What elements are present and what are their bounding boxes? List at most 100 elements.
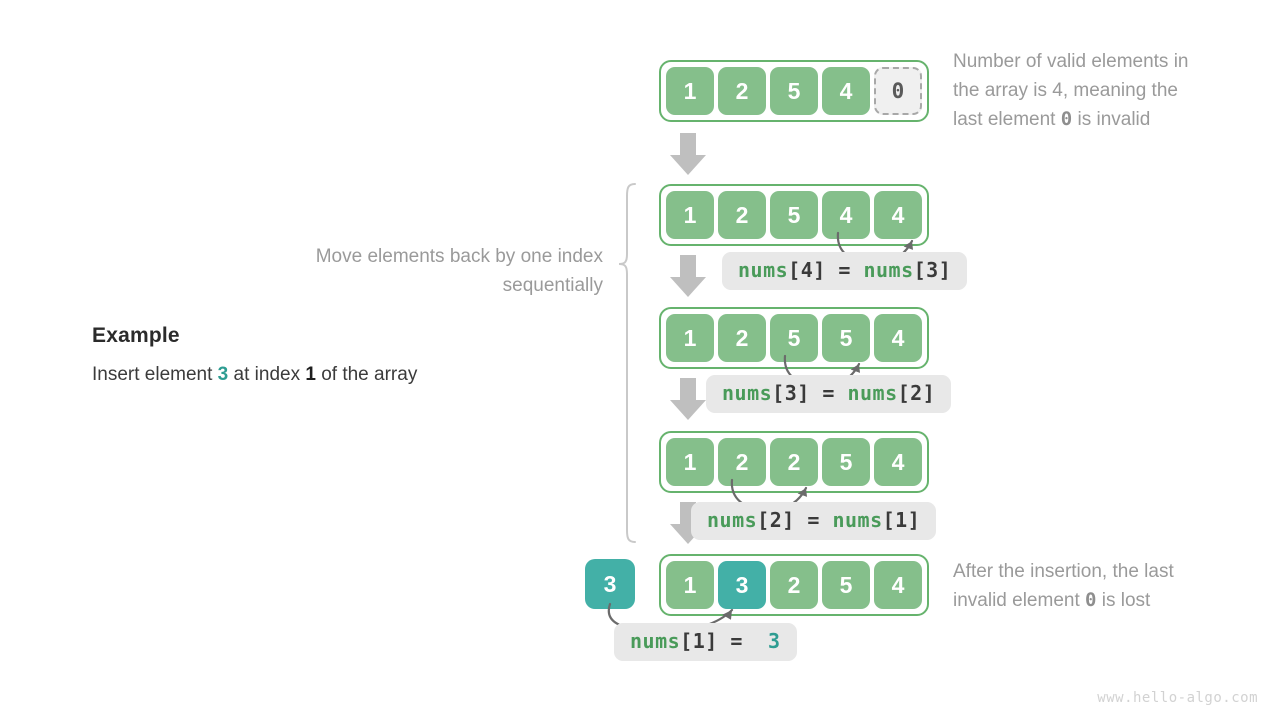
code-bracket-close: ] bbox=[705, 629, 718, 653]
array-row-final: 1 3 2 5 4 bbox=[659, 554, 929, 616]
array-cell: 1 bbox=[666, 561, 714, 609]
example-desc-index: 1 bbox=[305, 364, 316, 385]
watermark: www.hello-algo.com bbox=[1097, 690, 1258, 706]
code-space bbox=[743, 629, 768, 653]
array-cell: 2 bbox=[770, 438, 818, 486]
code-bracket-open2: [ bbox=[913, 258, 927, 282]
code-bracket-open2: [ bbox=[897, 381, 911, 405]
array-row-step2: 1 2 5 5 4 bbox=[659, 307, 929, 369]
code-bracket-open2: [ bbox=[882, 508, 896, 532]
array-row-step1: 1 2 5 4 4 bbox=[659, 184, 929, 246]
code-operator: = bbox=[807, 508, 820, 532]
code-fn2: nums bbox=[863, 258, 914, 282]
array-cell: 1 bbox=[666, 191, 714, 239]
example-desc-value: 3 bbox=[217, 364, 229, 385]
array-cell: 4 bbox=[822, 191, 870, 239]
code-label: nums[4] = nums[3] bbox=[722, 252, 968, 290]
array-cell: 4 bbox=[874, 561, 922, 609]
code-bracket-close: ] bbox=[782, 508, 795, 532]
down-arrow-icon bbox=[670, 133, 706, 175]
code-bracket-open: [ bbox=[772, 381, 785, 405]
code-index: 3 bbox=[784, 381, 798, 405]
code-bracket-close: ] bbox=[797, 381, 810, 405]
note-line-2: the array is 4, meaning the bbox=[953, 80, 1178, 101]
code-bracket-close2: ] bbox=[907, 508, 921, 532]
array-cell: 2 bbox=[718, 438, 766, 486]
note-valid-elements: Number of valid elements in the array is … bbox=[953, 47, 1263, 134]
code-index2: 2 bbox=[910, 381, 923, 405]
array-cell: 2 bbox=[718, 191, 766, 239]
array-cell: 5 bbox=[770, 191, 818, 239]
array-cell: 2 bbox=[770, 561, 818, 609]
code-space bbox=[820, 508, 833, 532]
example-desc-suffix: of the array bbox=[315, 364, 418, 385]
note-line-3b: is invalid bbox=[1072, 109, 1151, 130]
code-operator: = bbox=[838, 258, 851, 282]
array-cell: 2 bbox=[718, 314, 766, 362]
note-line-1: Number of valid elements in bbox=[953, 51, 1189, 72]
array-cell: 1 bbox=[666, 314, 714, 362]
page-title: Example bbox=[92, 324, 180, 347]
array-row-step3: 1 2 2 5 4 bbox=[659, 431, 929, 493]
code-index2: 1 bbox=[895, 508, 908, 532]
array-cell: 5 bbox=[770, 67, 818, 115]
code-index: 4 bbox=[800, 258, 814, 282]
code-index2: 3 bbox=[926, 258, 939, 282]
array-cell: 5 bbox=[822, 314, 870, 362]
code-operator: = bbox=[822, 381, 835, 405]
array-cell: 1 bbox=[666, 438, 714, 486]
note-line-1: After the insertion, the last bbox=[953, 561, 1174, 582]
code-fn: nums bbox=[722, 381, 773, 405]
array-cell: 5 bbox=[770, 314, 818, 362]
code-index: 1 bbox=[692, 629, 706, 653]
array-cell: 5 bbox=[822, 438, 870, 486]
array-cell-inserted: 3 bbox=[718, 561, 766, 609]
code-operator: = bbox=[730, 629, 743, 653]
code-space bbox=[795, 508, 808, 532]
move-elements-label: Move elements back by one index sequenti… bbox=[315, 246, 603, 296]
example-desc-middle: at index bbox=[228, 364, 306, 385]
down-arrow-icon bbox=[670, 378, 706, 420]
code-bracket-close2: ] bbox=[938, 258, 952, 282]
code-fn2: nums bbox=[832, 508, 883, 532]
array-cell: 4 bbox=[822, 67, 870, 115]
note-line-3a: last element bbox=[953, 109, 1061, 130]
code-fn2: nums bbox=[847, 381, 898, 405]
code-label-insert: nums[1] = 3 bbox=[614, 623, 797, 661]
code-bracket-close2: ] bbox=[922, 381, 936, 405]
code-space bbox=[826, 258, 839, 282]
code-fn: nums bbox=[707, 508, 758, 532]
example-desc-prefix: Insert element bbox=[92, 364, 218, 385]
code-bracket-close: ] bbox=[813, 258, 826, 282]
array-cell: 5 bbox=[822, 561, 870, 609]
code-bracket-open: [ bbox=[757, 508, 770, 532]
code-label: nums[2] = nums[1] bbox=[691, 502, 937, 540]
note-line-2a: invalid element bbox=[953, 590, 1086, 611]
note-after-insertion: After the insertion, the last invalid ele… bbox=[953, 557, 1263, 615]
code-bracket-open: [ bbox=[788, 258, 801, 282]
example-description: Insert element 3 at index 1 of the array bbox=[92, 364, 562, 386]
code-value: 3 bbox=[768, 629, 781, 653]
code-index: 2 bbox=[769, 508, 783, 532]
example-block: Example Insert element 3 at index 1 of t… bbox=[92, 324, 562, 386]
code-fn: nums bbox=[738, 258, 789, 282]
note-line-2b: is lost bbox=[1096, 590, 1151, 611]
array-cell-invalid: 0 bbox=[874, 67, 922, 115]
array-cell: 1 bbox=[666, 67, 714, 115]
note-zero-value: 0 bbox=[1060, 108, 1073, 130]
array-cell: 2 bbox=[718, 67, 766, 115]
code-bracket-open: [ bbox=[680, 629, 693, 653]
down-arrow-icon bbox=[670, 255, 706, 297]
code-fn: nums bbox=[630, 629, 681, 653]
grouping-brace bbox=[618, 183, 636, 543]
array-row-initial: 1 2 5 4 0 bbox=[659, 60, 929, 122]
code-label: nums[3] = nums[2] bbox=[706, 375, 952, 413]
array-cell: 4 bbox=[874, 314, 922, 362]
array-cell: 4 bbox=[874, 191, 922, 239]
insert-value-box: 3 bbox=[585, 559, 635, 609]
array-cell: 4 bbox=[874, 438, 922, 486]
code-space bbox=[810, 381, 823, 405]
note-zero-value: 0 bbox=[1085, 589, 1097, 611]
code-space bbox=[835, 381, 848, 405]
code-space bbox=[851, 258, 864, 282]
